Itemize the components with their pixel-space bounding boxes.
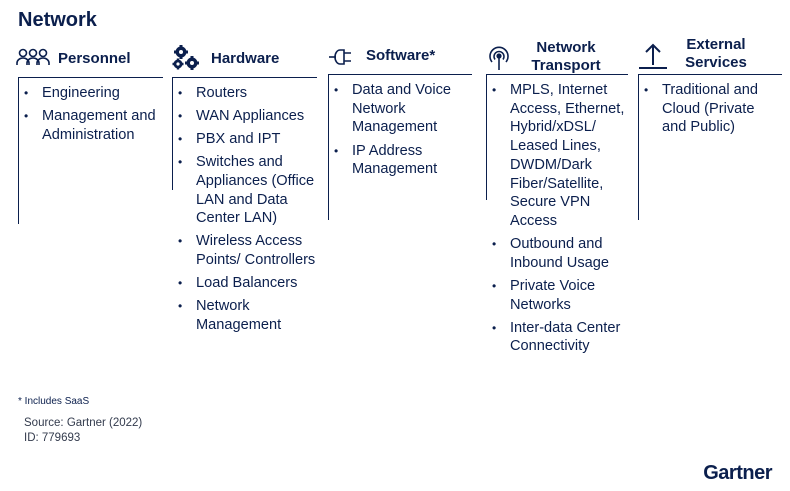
item-list: Traditional and Cloud (Private and Publi… — [639, 81, 782, 137]
column-title: Hardware — [211, 50, 280, 67]
column-body: Routers WAN Appliances PBX and IPT Switc… — [172, 78, 317, 333]
source-info: Source: Gartner (2022) ID: 779693 — [24, 416, 142, 446]
column-title: External Services — [676, 36, 756, 72]
column-body: MPLS, Internet Access, Ethernet, Hybrid/… — [486, 75, 628, 354]
gears-icon — [172, 45, 200, 76]
people-icon — [16, 47, 50, 74]
list-item: Outbound and Inbound Usage — [487, 235, 628, 272]
column-personnel: Personnel Engineering Management and Adm… — [16, 37, 163, 224]
page-title: Network — [18, 9, 97, 31]
column-software: Software* Data and Voice Network Managem… — [328, 37, 472, 220]
column-title-text: External Services — [685, 36, 747, 71]
plug-icon — [328, 48, 356, 71]
upload-arrow-icon — [638, 41, 668, 74]
document-id: ID: 779693 — [24, 432, 81, 444]
list-item: Wireless Access Points/ Controllers — [173, 232, 317, 269]
column-title-text: Network Transport — [531, 39, 601, 74]
item-list: Engineering Management and Administratio… — [19, 84, 163, 145]
list-item: Data and Voice Network Management — [329, 81, 472, 137]
column-header: External Services — [638, 36, 782, 75]
column-header: Hardware — [172, 37, 317, 78]
column-body: Engineering Management and Administratio… — [18, 78, 163, 224]
list-item: Load Balancers — [173, 274, 317, 293]
list-item: Private Voice Networks — [487, 277, 628, 314]
antenna-icon — [486, 45, 512, 76]
list-item: Engineering — [19, 84, 163, 103]
list-item: MPLS, Internet Access, Ethernet, Hybrid/… — [487, 81, 628, 231]
column-body: Traditional and Cloud (Private and Publi… — [638, 75, 782, 220]
list-item: Switches and Appliances (Office LAN and … — [173, 153, 317, 228]
list-item: Inter-data Center Connectivity — [487, 319, 628, 356]
column-body: Data and Voice Network Management IP Add… — [328, 75, 472, 220]
column-header: Network Transport — [486, 37, 628, 75]
item-list: Data and Voice Network Management IP Add… — [329, 81, 472, 179]
list-item: Routers — [173, 84, 317, 103]
list-item: Network Management — [173, 297, 317, 334]
column-title: Software* — [366, 47, 436, 64]
item-list: MPLS, Internet Access, Ethernet, Hybrid/… — [487, 81, 628, 356]
item-list: Routers WAN Appliances PBX and IPT Switc… — [173, 84, 317, 335]
column-title: Network Transport — [522, 39, 610, 75]
list-item: Traditional and Cloud (Private and Publi… — [639, 81, 782, 137]
list-item: WAN Appliances — [173, 107, 317, 126]
list-item: Management and Administration — [19, 107, 163, 144]
column-hardware: Hardware Routers WAN Appliances PBX and … — [172, 37, 317, 333]
list-item: PBX and IPT — [173, 130, 317, 149]
source-text: Source: Gartner (2022) — [24, 417, 143, 429]
column-title: Personnel — [58, 50, 131, 67]
column-header: Software* — [328, 37, 472, 75]
column-network-transport: Network Transport MPLS, Internet Access,… — [486, 37, 628, 354]
gartner-logo: Gartner — [703, 462, 772, 484]
list-item: IP Address Management — [329, 142, 472, 179]
column-external-services: External Services Traditional and Cloud … — [638, 36, 782, 220]
column-header: Personnel — [16, 37, 163, 78]
footnote: * Includes SaaS — [18, 396, 90, 407]
